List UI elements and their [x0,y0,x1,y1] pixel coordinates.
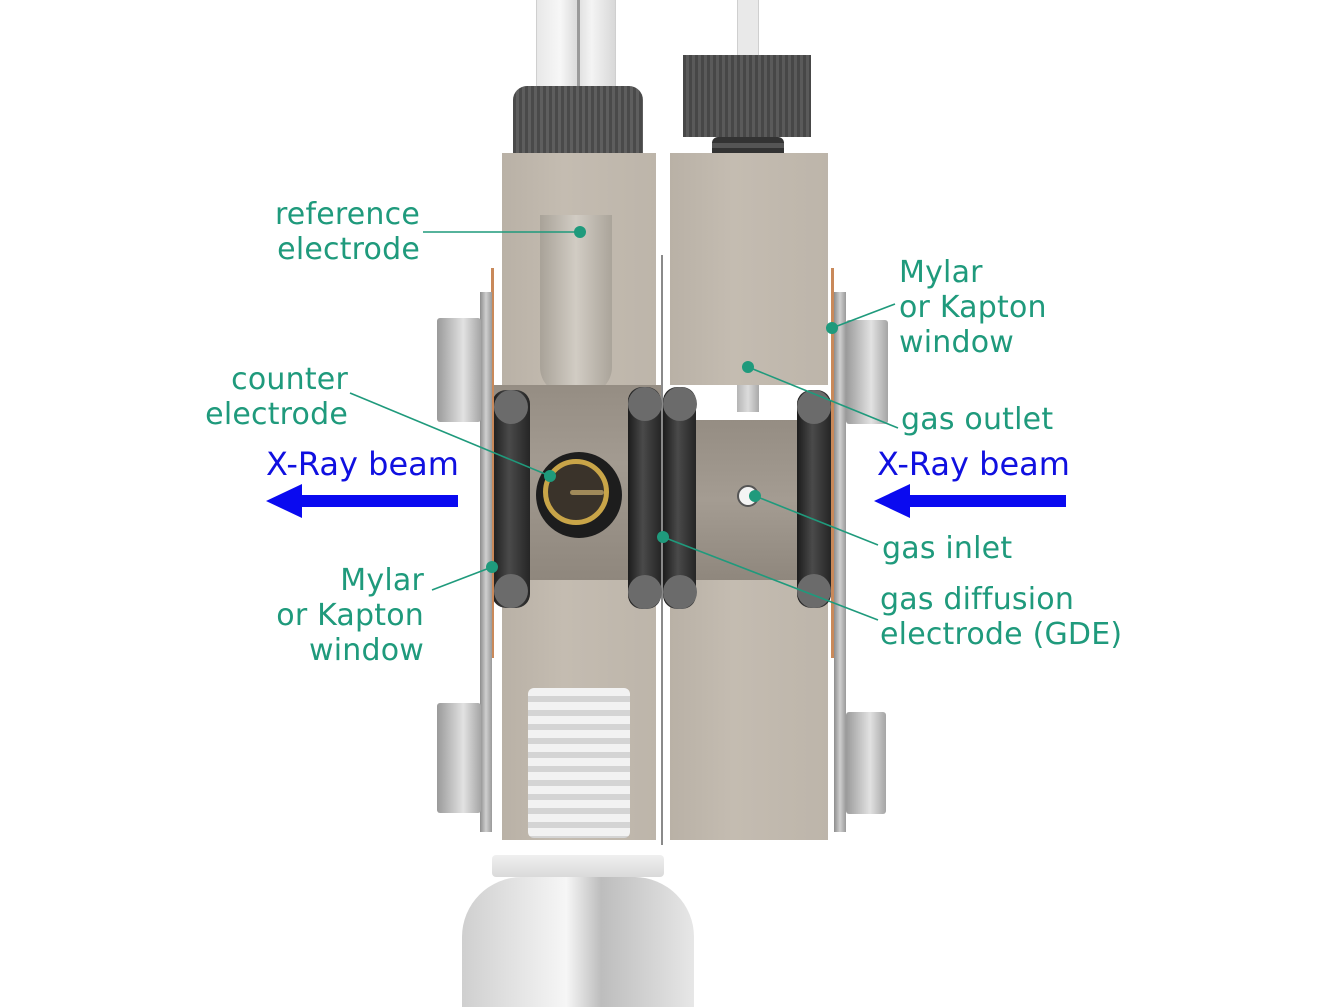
gas-inlet-hole [737,485,759,507]
label-counter-electrode-line2: electrode [205,397,348,432]
gas-outlet-nut [683,55,811,137]
xray-beam-arrow-left [266,484,458,518]
label-window-right: Mylar or Kapton window [899,255,1047,360]
oring-center-cap-tl [628,387,662,421]
label-window-right-line2: or Kapton [899,290,1047,325]
label-window-left: Mylar or Kapton window [240,563,424,668]
oring-center-left [628,387,661,609]
oring-left-cap-bottom [494,574,528,608]
side-knob-right-top [846,320,888,424]
side-knob-left-bottom [437,703,481,813]
label-gde: gas diffusion electrode (GDE) [880,582,1122,652]
label-xray-beam-left: X-Ray beam [266,445,459,483]
gde-membrane [661,255,663,845]
oring-center-cap-tr [663,387,697,421]
gas-outlet-tube [737,0,759,60]
counter-electrode-wire [570,490,604,495]
label-gas-outlet: gas outlet [901,402,1054,437]
label-window-right-line3: window [899,325,1015,360]
clamp-plate-left [480,292,492,832]
right-cell-body-top [670,153,828,385]
label-gde-line2: electrode (GDE) [880,617,1123,652]
oring-right-cap-top [797,390,831,424]
label-window-left-line1: Mylar [340,563,424,598]
bottom-screw-thread [528,688,630,838]
reference-fitting-nut [513,86,643,154]
label-xray-beam-right: X-Ray beam [877,445,1070,483]
label-reference-electrode-line1: reference [274,197,420,232]
label-counter-electrode: counter electrode [170,362,348,432]
label-window-right-line1: Mylar [899,255,983,290]
side-knob-right-bottom [846,712,886,814]
oring-right-cap-bottom [797,574,831,608]
label-gas-inlet: gas inlet [882,531,1013,566]
label-counter-electrode-line1: counter [231,362,348,397]
oring-center-cap-bl [628,575,662,609]
right-cell-body-bottom [670,580,828,840]
label-reference-electrode-line2: electrode [277,232,420,267]
label-gde-line1: gas diffusion [880,582,1075,617]
window-film-right [831,268,834,658]
label-reference-electrode: reference electrode [240,197,420,267]
oring-center-cap-br [663,575,697,609]
bottom-bottle [462,877,694,1007]
side-knob-left-top [437,318,481,422]
bottom-screw-flange [492,855,664,877]
label-window-left-line2: or Kapton [276,598,424,633]
clamp-plate-right [834,292,846,832]
xray-beam-arrow-right [874,484,1066,518]
ref-electrode-chamber [540,215,612,395]
label-window-left-line3: window [308,633,424,668]
oring-left-cap-top [494,390,528,424]
